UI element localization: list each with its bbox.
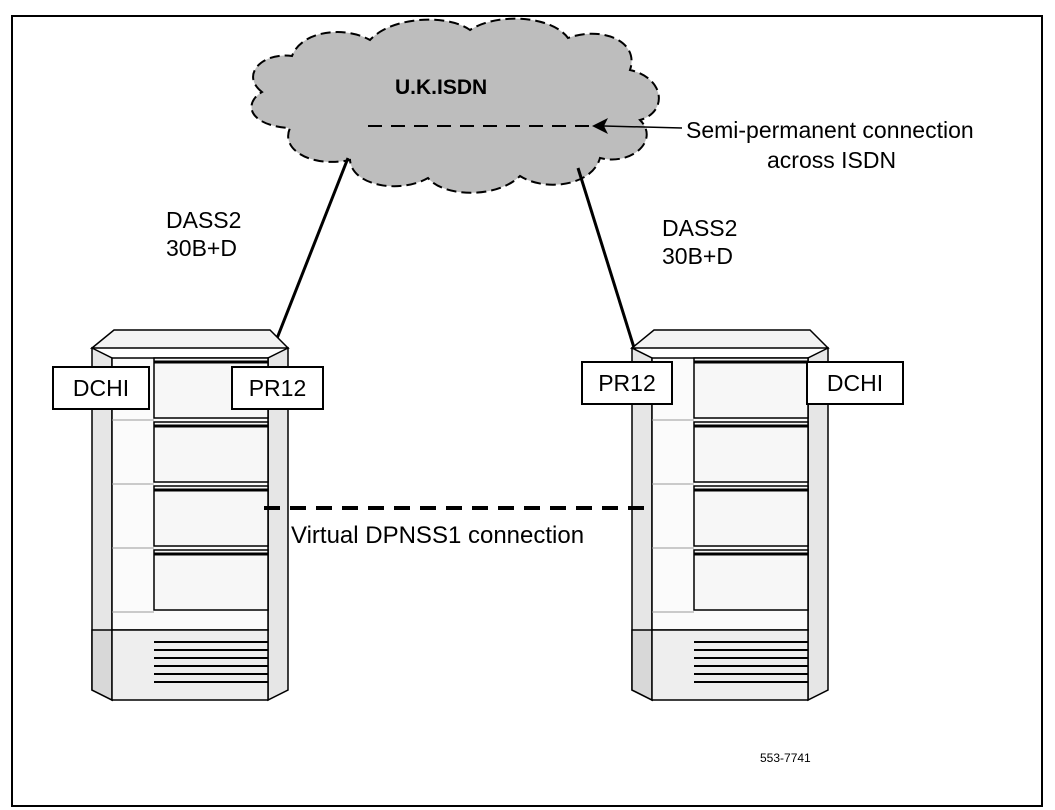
figure-frame bbox=[11, 15, 1043, 807]
right-pr12-box: PR12 bbox=[581, 361, 673, 405]
right-dchi-box: DCHI bbox=[806, 361, 904, 405]
semi-permanent-label-line1: Semi-permanent connection bbox=[686, 117, 974, 143]
left-link-label-line2: 30B+D bbox=[166, 235, 237, 261]
virtual-connection-label: Virtual DPNSS1 connection bbox=[291, 522, 585, 549]
semi-permanent-leader bbox=[603, 125, 683, 129]
figure-id: 553-7741 bbox=[760, 751, 811, 765]
left-pr12-box: PR12 bbox=[231, 366, 324, 410]
right-link-label-line1: DASS2 bbox=[662, 215, 738, 241]
isdn-cloud bbox=[250, 17, 660, 194]
left-dchi-box: DCHI bbox=[52, 366, 150, 410]
left-link-label-line1: DASS2 bbox=[166, 207, 242, 233]
right-link-label-line2: 30B+D bbox=[662, 243, 733, 269]
right-trunk-line bbox=[576, 167, 638, 355]
semi-permanent-label-line2: across ISDN bbox=[767, 147, 897, 173]
network-label: U.K.ISDN bbox=[395, 76, 488, 99]
left-trunk-line bbox=[272, 157, 350, 347]
arrow-icon bbox=[592, 118, 608, 134]
